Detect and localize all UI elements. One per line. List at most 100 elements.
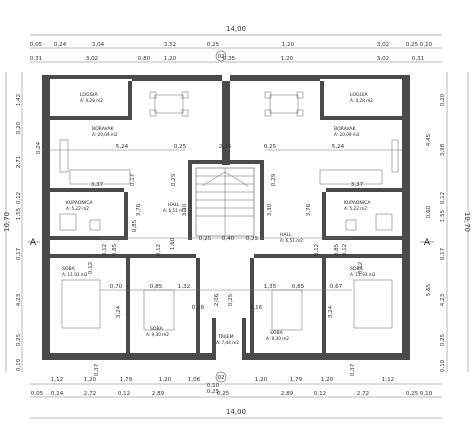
room-area-soba-large-right: A: 11,93 m2	[350, 272, 376, 277]
right-dim-8: 5,65	[426, 283, 432, 296]
dim-bot-010: 0,10	[207, 383, 220, 389]
dim-stair-3: 0,25	[228, 293, 234, 306]
right-dim-2: 4,45	[426, 133, 432, 146]
dim-stair-1: 0,16	[192, 305, 205, 311]
dim-hall-5: 0,25	[199, 236, 212, 242]
room-name-kupaonica-right: KUPAONICA	[344, 200, 371, 206]
dim-soba-2: 0,85	[150, 284, 163, 290]
room-name-soba-small-right: SOBA	[270, 330, 284, 336]
dim-boravak-right: 5,24	[332, 144, 345, 150]
right-dim-1: 0,20	[440, 93, 446, 106]
room-name-soba-large-right: SOBA	[350, 266, 364, 272]
room-area-trijem: A: 7,44 m2	[216, 340, 239, 345]
top2-dim-8: 0,31	[412, 56, 425, 62]
overall-width-bottom: 14,00	[226, 408, 246, 416]
left-dim-4: 2,71	[16, 155, 22, 168]
room-name-loggia-right: LOGGIA	[350, 92, 368, 98]
right-dim-3: 3,98	[440, 143, 446, 156]
interior-dimensions: 5,24 5,24 0,25 2,36 0,25 3,37 3,37 0,29 …	[50, 144, 402, 395]
staircase	[195, 167, 255, 237]
dim-v017: 0,17	[130, 173, 136, 186]
top2-dim-2: 3,02	[86, 56, 98, 62]
dim-v324-left: 3,24	[116, 305, 122, 318]
left-dim-10: 0,10	[16, 358, 22, 371]
dim-mid-025-a: 0,25	[174, 144, 187, 150]
bot-dim-1: 1,12	[51, 377, 63, 383]
top2-dim-7: 3,02	[377, 56, 389, 62]
dim-bot-025: 0,25	[207, 389, 220, 395]
left-dimensions: 10,70 1,42 0,20 0,24 2,71 0,12 1,55 0,17…	[3, 72, 42, 372]
room-labels: LOGGIA A: 4,28 m2 LOGGIA A: 4,28 m2 BORA…	[62, 92, 376, 345]
overall-width-top: 14,00	[226, 25, 246, 33]
room-name-kupaonica-left: KUPAONICA	[66, 200, 93, 206]
section-mark-left: A	[30, 238, 37, 248]
room-area-kupaonica-right: A: 5,22 m2	[344, 206, 367, 211]
top-dim-7: 3,02	[377, 42, 389, 48]
top2-dim-6: 1,20	[281, 56, 294, 62]
bot2-dim-1: 0,05	[31, 391, 44, 397]
dim-v330-left: 3,30	[182, 203, 188, 216]
outer-walls	[42, 75, 410, 360]
top-dim-4: 3,52	[164, 42, 176, 48]
right-dim-4: 0,60	[426, 205, 432, 218]
dim-v037-right: 0,37	[350, 363, 356, 376]
bot-dim-5: 1,06	[188, 377, 201, 383]
interior-walls	[50, 81, 402, 360]
room-name-soba-small-left: SOBA	[150, 326, 164, 332]
bot2-dim-9: 2,72	[357, 391, 369, 397]
dim-soba-4: 1,35	[264, 284, 277, 290]
dim-soba-5: 0,85	[292, 284, 305, 290]
top-dim-8: 0,25	[406, 42, 419, 48]
dim-hall-2: 0,85	[112, 243, 118, 256]
dim-soba-1: 0,70	[110, 284, 123, 290]
right-dim-9: 4,23	[440, 293, 446, 306]
axis-marker-bottom: 02	[217, 375, 224, 381]
room-name-hall-left: HALL	[168, 202, 180, 208]
top-dim-3: 3,04	[92, 42, 105, 48]
left-dim-1: 1,42	[16, 94, 22, 106]
bot2-dim-11: 0,10	[420, 391, 433, 397]
room-area-loggia-left: A: 4,28 m2	[80, 98, 103, 103]
bot-dim-7: 1,79	[290, 377, 303, 383]
room-name-soba-large-left: SOBA	[62, 266, 76, 272]
bot-dim-9: 1,12	[382, 377, 394, 383]
left-dim-3: 0,24	[36, 141, 42, 154]
room-name-loggia-left: LOGGIA	[80, 92, 98, 98]
dim-soba-6: 0,67	[330, 284, 343, 290]
dim-hall-7: 0,25	[246, 236, 259, 242]
right-dim-6: 1,55	[440, 209, 446, 222]
dim-hall-10: 0,12	[342, 244, 348, 256]
dim-v376-right: 3,76	[306, 203, 312, 216]
bot2-dim-3: 2,72	[84, 391, 96, 397]
dim-stair-4: 0,16	[250, 305, 263, 311]
dim-v037-left: 0,37	[94, 363, 100, 376]
room-area-loggia-right: A: 4,28 m2	[350, 98, 373, 103]
room-area-soba-small-right: A: 9,30 m2	[266, 336, 289, 341]
dim-hall-3: 0,12	[156, 244, 162, 256]
dim-v324-right: 3,24	[328, 305, 334, 318]
dim-stair-2: 2,06	[214, 293, 220, 306]
right-dim-5: 0,12	[440, 192, 446, 204]
bot-dim-4: 1,20	[159, 377, 172, 383]
overall-height-right: 10,70	[463, 212, 471, 232]
top2-dim-1: 0,31	[30, 56, 43, 62]
dim-hall-1: 0,12	[102, 244, 108, 256]
room-name-boravak-right: BORAVAK	[334, 126, 357, 132]
room-area-boravak-right: A: 20,09 m2	[334, 132, 360, 137]
bot-dim-2: 1,20	[84, 377, 97, 383]
top-dim-2: 0,24	[54, 42, 67, 48]
left-dim-2: 0,20	[16, 121, 22, 134]
dim-mid-025-b: 0,25	[264, 144, 277, 150]
dim-hall-6: 0,40	[222, 236, 235, 242]
dim-v012-left: 0,12	[88, 262, 94, 274]
top-dim-1: 0,05	[30, 42, 43, 48]
room-name-trijem: TRIJEM	[217, 334, 234, 340]
bot2-dim-6: 0,25	[217, 391, 230, 397]
left-dim-6: 1,55	[16, 207, 22, 220]
right-dim-11: 0,10	[440, 359, 446, 372]
bot-dim-6: 1,20	[255, 377, 268, 383]
room-name-hall-right: HALL	[280, 232, 292, 238]
room-area-boravak-left: A: 20,09 m2	[92, 132, 118, 137]
room-area-hall-right: A: 6,51 m2	[280, 238, 303, 243]
left-dim-8: 4,23	[16, 293, 22, 306]
